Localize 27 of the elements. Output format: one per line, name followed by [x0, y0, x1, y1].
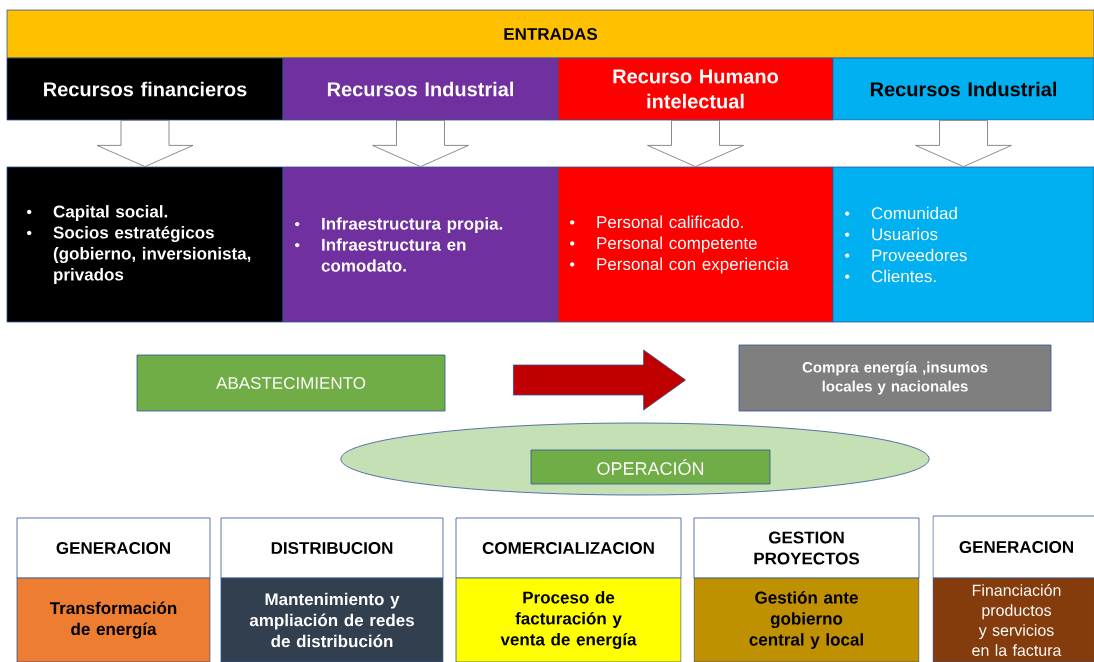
- column-body: Proceso de facturación y venta de energía: [455, 577, 682, 662]
- block-arrow: [96, 120, 194, 167]
- block-arrow: [647, 120, 744, 167]
- block-arrow: [372, 120, 469, 167]
- title-band: ENTRADAS: [6, 9, 1094, 59]
- header-box: Recursos financieros: [6, 57, 284, 121]
- bullet-list-box: Infraestructura propia. Infraestructura en comodato.: [282, 166, 559, 323]
- header-box: Recursos Industrial: [282, 57, 559, 121]
- column-header: DISTRIBUCION: [220, 517, 444, 579]
- bullet-list-box: Capital social. Socios estratégicos (gobierno, inversionista, privados: [6, 166, 284, 323]
- header-box: Recursos Industrial: [832, 57, 1094, 121]
- process-box: OPERACIÓN: [530, 449, 771, 485]
- process-box: Compra energía ,insumos locales y nacionales: [738, 344, 1052, 412]
- header-box: Recurso Humano intelectual: [557, 57, 834, 121]
- column-body: Mantenimiento y ampliación de redes de distribución: [220, 577, 444, 662]
- column-header: GENERACION: [932, 515, 1094, 579]
- column-header: COMERCIALIZACION: [455, 517, 682, 579]
- block-arrow: [513, 349, 686, 411]
- bullet-list-box: Comunidad Usuarios Proveedores Clientes.: [832, 166, 1094, 323]
- bullet-list-box: Personal calificado. Personal competente Personal con experiencia: [557, 166, 834, 323]
- process-box: ABASTECIMIENTO: [136, 354, 446, 412]
- column-header: GENERACION: [16, 517, 211, 579]
- column-body: Financiación productos y servicios en la factura: [932, 577, 1094, 662]
- block-arrow: [915, 120, 1012, 167]
- column-body: Transformación de energía: [16, 577, 211, 662]
- column-header: GESTION PROYECTOS: [693, 517, 920, 579]
- column-body: Gestión ante gobierno central y local: [693, 577, 920, 662]
